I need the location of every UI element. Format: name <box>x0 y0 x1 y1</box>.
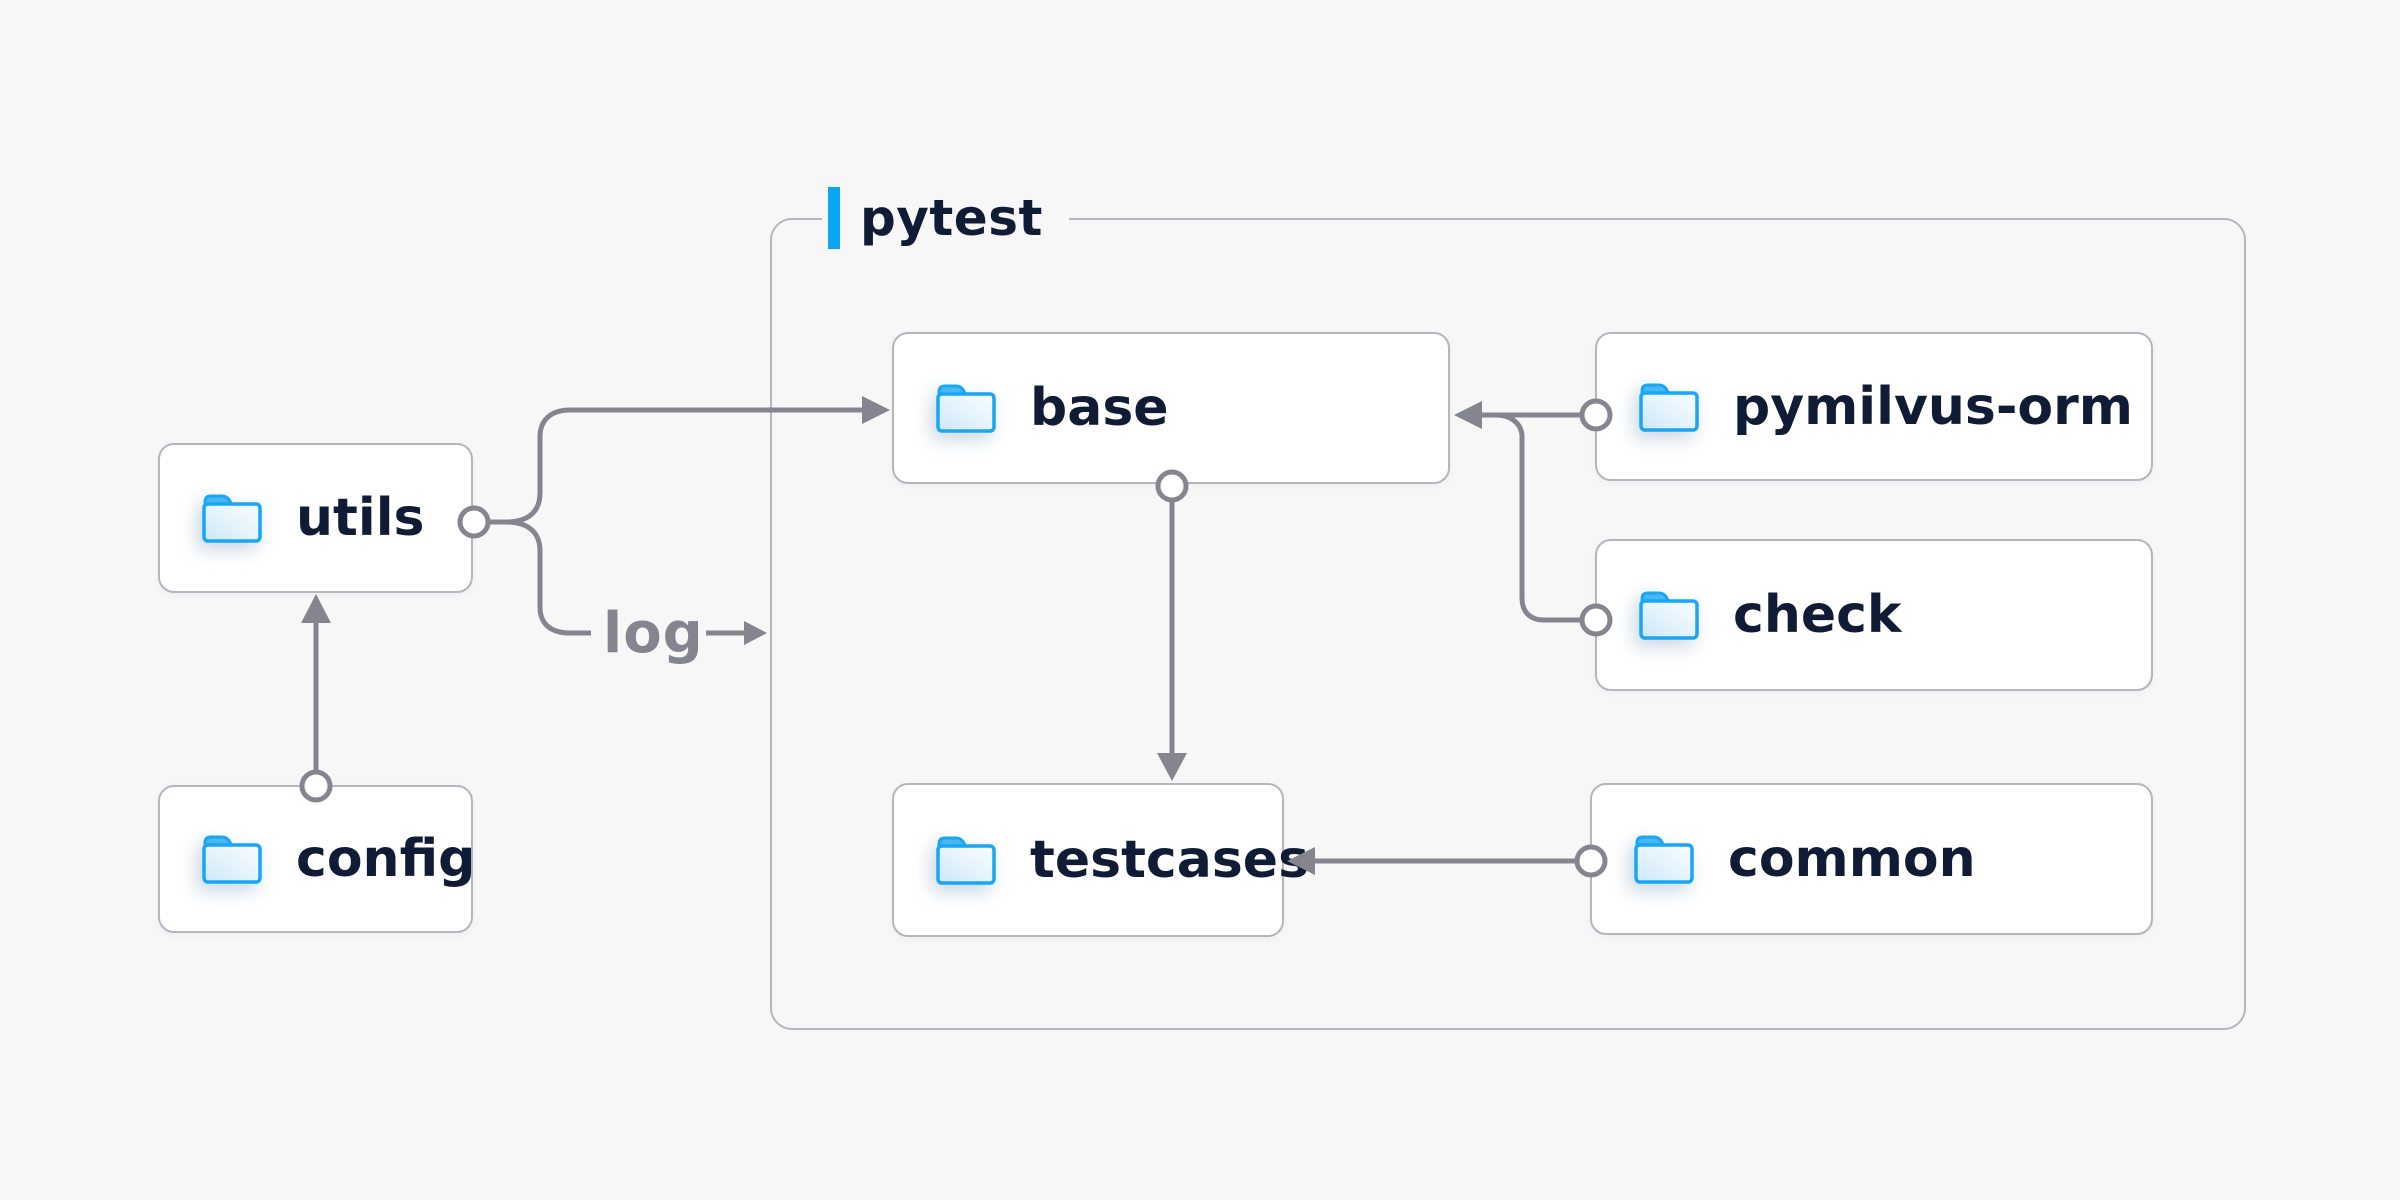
folder-icon <box>1632 832 1696 886</box>
node-label-pymilvus-orm: pymilvus-orm <box>1733 376 2133 437</box>
folder-icon <box>1637 588 1701 642</box>
accent-bar-icon <box>828 187 840 249</box>
node-common: common <box>1590 783 2153 935</box>
pytest-group-label: pytest <box>822 186 1069 250</box>
node-label-testcases: testcases <box>1030 830 1310 890</box>
node-label-config: config <box>296 829 476 889</box>
folder-icon <box>200 491 264 545</box>
node-label-utils: utils <box>296 488 425 548</box>
edge-label-log: log <box>603 601 704 666</box>
folder-icon <box>934 381 998 435</box>
node-pymilvus-orm: pymilvus-orm <box>1595 332 2153 481</box>
edge-config-utils <box>299 594 333 803</box>
folder-icon <box>1637 380 1701 434</box>
folder-icon <box>200 832 264 886</box>
node-label-check: check <box>1733 585 1902 645</box>
node-config: config <box>158 785 476 933</box>
node-check: check <box>1595 539 2153 691</box>
node-testcases: testcases <box>892 783 1309 937</box>
node-base: base <box>892 332 1450 484</box>
group-title: pytest <box>860 189 1043 247</box>
node-utils: utils <box>158 443 473 593</box>
node-label-common: common <box>1728 829 1976 889</box>
node-label-base: base <box>1030 378 1169 438</box>
pytest-group: pytest <box>770 186 2246 1030</box>
folder-icon <box>934 833 998 887</box>
